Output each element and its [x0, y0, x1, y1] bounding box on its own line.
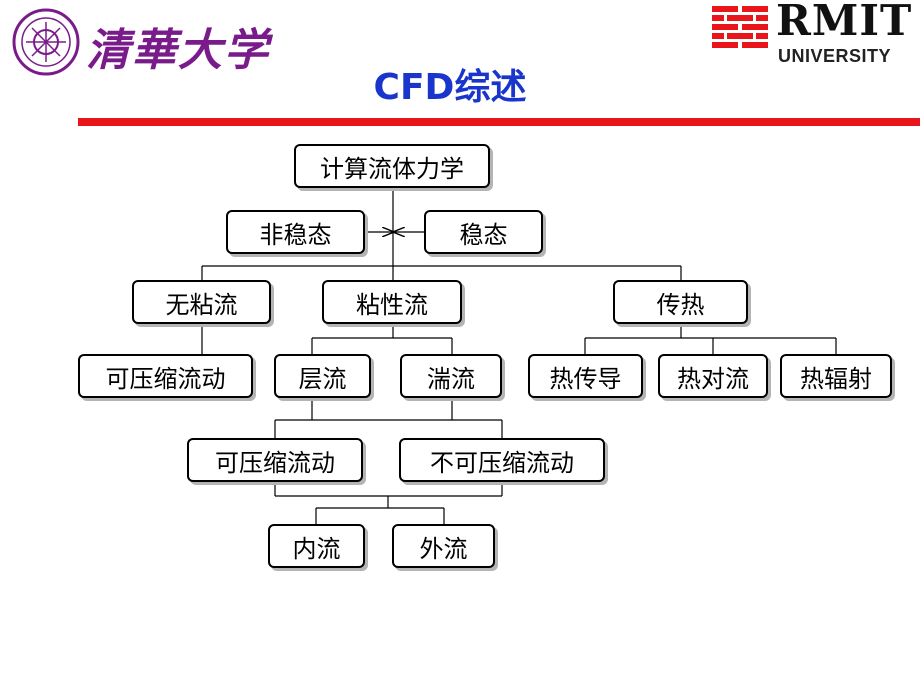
- node-inviscid-compressible: 可压缩流动: [78, 354, 253, 398]
- title-divider: [78, 118, 920, 126]
- rmit-mark-icon: [712, 6, 768, 48]
- node-conduction: 热传导: [528, 354, 643, 398]
- node-inviscid: 无粘流: [132, 280, 271, 324]
- node-incompressible: 不可压缩流动: [399, 438, 605, 482]
- tsinghua-logo: 清華大学: [12, 8, 268, 78]
- node-external-flow: 外流: [392, 524, 495, 568]
- node-radiation: 热辐射: [780, 354, 892, 398]
- rmit-subtitle: UNIVERSITY: [778, 46, 892, 66]
- node-laminar: 层流: [274, 354, 371, 398]
- node-steady: 稳态: [424, 210, 543, 254]
- node-heat-transfer: 传热: [613, 280, 748, 324]
- tsinghua-wordmark: 清華大学: [86, 25, 270, 76]
- node-cfd-root: 计算流体力学: [294, 144, 490, 188]
- rmit-wordmark: RMIT: [776, 0, 913, 45]
- slide-title: CFD综述: [373, 67, 527, 108]
- node-compressible: 可压缩流动: [187, 438, 363, 482]
- node-convection: 热对流: [658, 354, 768, 398]
- node-internal-flow: 内流: [268, 524, 365, 568]
- node-viscous: 粘性流: [322, 280, 462, 324]
- node-turbulent: 湍流: [400, 354, 502, 398]
- tsinghua-seal-icon: [12, 8, 80, 76]
- node-unsteady: 非稳态: [226, 210, 365, 254]
- rmit-logo: RMIT UNIVERSITY: [712, 0, 920, 72]
